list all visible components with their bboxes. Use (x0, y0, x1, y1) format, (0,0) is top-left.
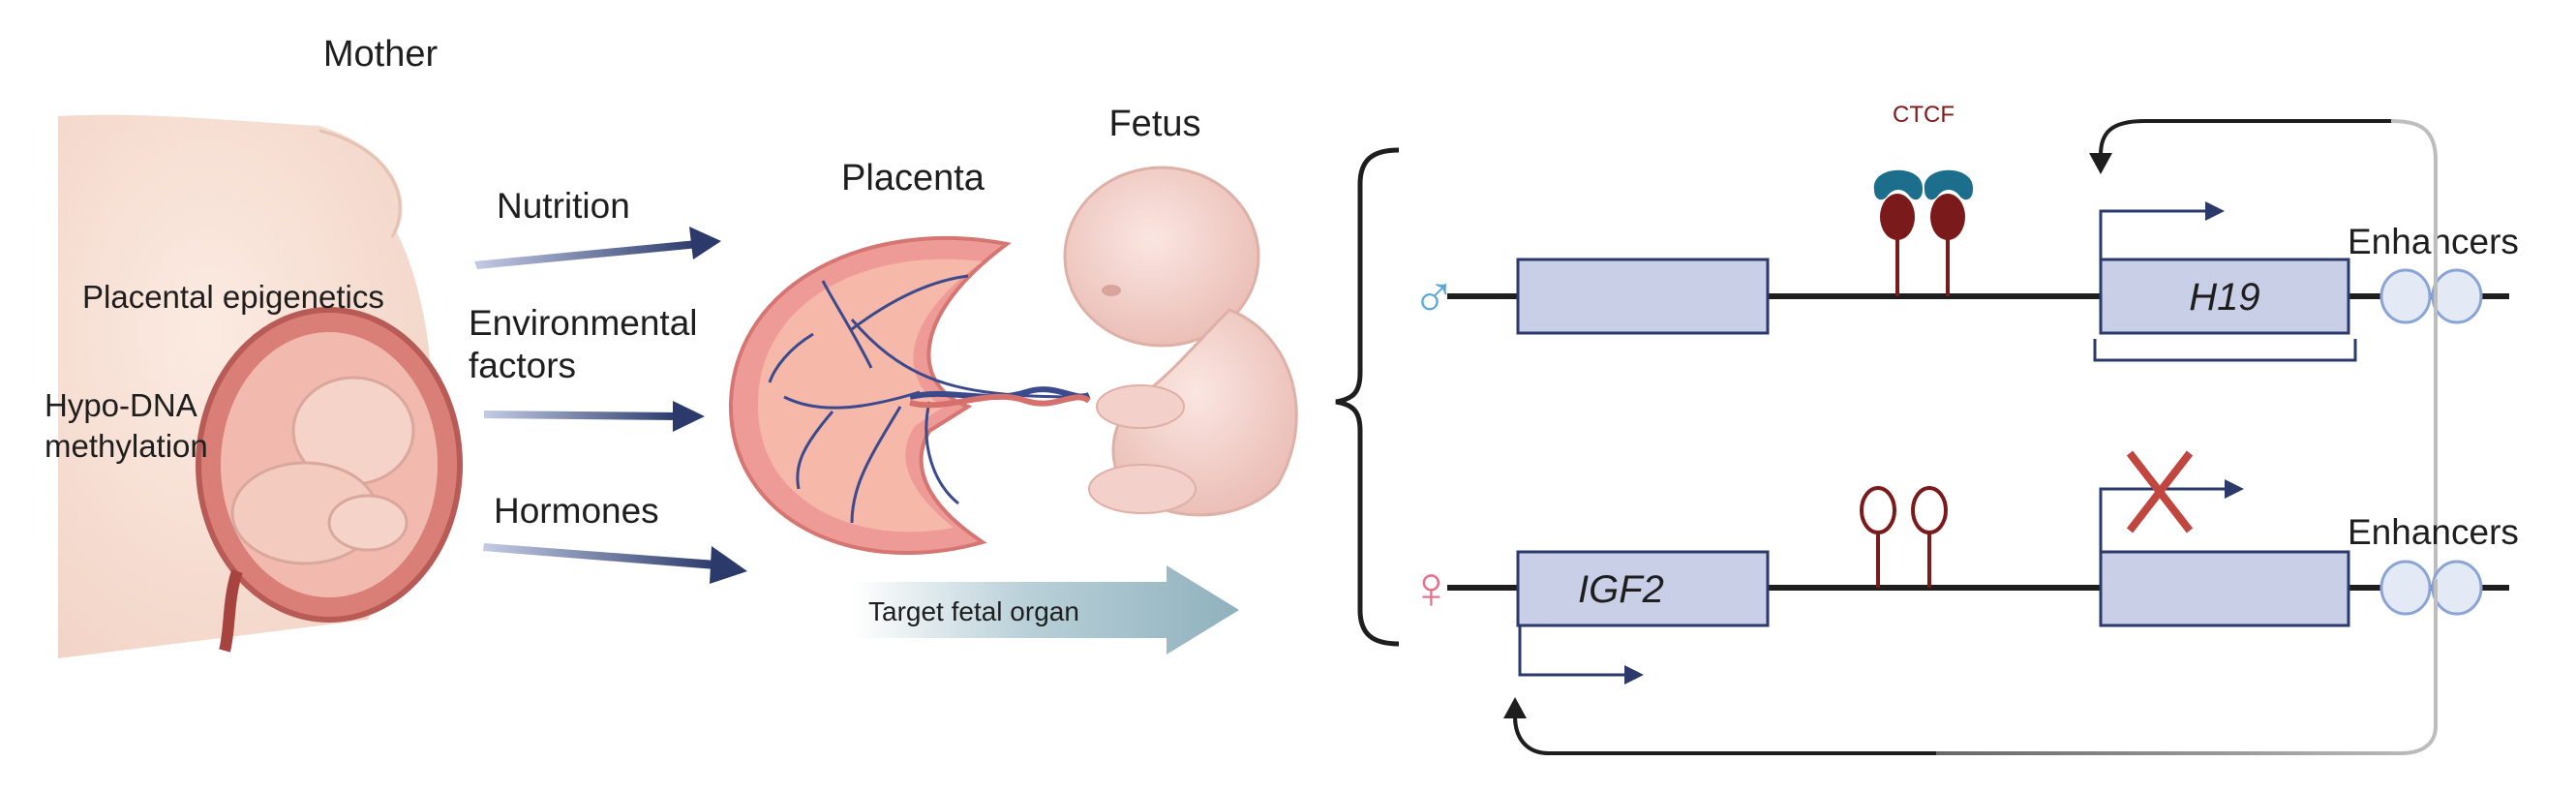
maternal-allele: ♀ IGF2 Enhancers (1409, 450, 2519, 755)
igf2-gene-box (1516, 550, 1770, 627)
enhancers-top (2379, 268, 2483, 324)
fetus-label: Fetus (1108, 104, 1200, 144)
fetus-arm (1096, 384, 1185, 429)
nutrition-label: Nutrition (497, 186, 630, 226)
nutrition-arrow (474, 227, 721, 269)
placenta-inner (757, 259, 983, 533)
enhancers-bottom-label: Enhancers (2348, 512, 2519, 552)
h19-blocked-transcription-arrow (2099, 479, 2244, 552)
placenta-vessels (768, 274, 1085, 524)
igf2-transcription-arrow (1518, 625, 1644, 685)
enhancers-top-label: Enhancers (2348, 222, 2519, 261)
mother-label: Mother (323, 34, 439, 75)
mother-illustration (58, 114, 463, 659)
fetus-head (1063, 166, 1260, 348)
maternal-h19-box (2099, 550, 2350, 627)
enhancer-igf2-loop-arrow (1503, 579, 2438, 755)
placenta-illustration (728, 235, 1091, 556)
paternal-allele: ♂ H19 CTCF Enhancers (1411, 102, 2519, 579)
h19-bracket (2093, 339, 2357, 362)
fetus-eye (1102, 285, 1121, 296)
placental-epigenetics-label: Placental epigenetics (82, 279, 384, 315)
target-fetal-organ-arrow (852, 565, 1239, 655)
placenta-label: Placenta (841, 158, 985, 198)
allele-brace (1335, 147, 1400, 647)
paternal-igf2-box (1516, 258, 1770, 335)
fetus-illustration (1063, 166, 1298, 517)
environmental-label-line2: factors (469, 346, 576, 385)
cervix-cord (219, 569, 243, 653)
ctcf-label: CTCF (1893, 102, 1955, 128)
ctcf-insulator-unbound (1860, 486, 1948, 588)
environmental-arrow (484, 401, 705, 432)
enhancers-bottom (2379, 560, 2483, 616)
h19-transcription-arrow (2099, 201, 2225, 259)
ctcf-protein (1873, 169, 1974, 200)
umbilical-cord (909, 386, 1091, 409)
maternal-symbol: ♀ (1409, 555, 1454, 622)
h19-gene-box (2099, 258, 2350, 335)
enhancer-h19-loop-arrow (2089, 119, 2438, 579)
igf2-label: IGF2 (1578, 568, 1664, 611)
ctcf-insulator-bound (1880, 194, 1965, 296)
hypo-dna-label-line2: methylation (45, 428, 208, 464)
environmental-label-line1: Environmental (469, 303, 698, 343)
fetus-leg (1088, 464, 1197, 514)
target-fetal-organ-label: Target fetal organ (868, 596, 1079, 626)
hypo-dna-label-line1: Hypo-DNA (45, 387, 197, 423)
block-x-icon (2126, 450, 2194, 533)
h19-label: H19 (2189, 276, 2259, 319)
fetus-in-womb (230, 376, 415, 565)
breast-outline (318, 129, 402, 238)
hormones-label: Hormones (494, 491, 659, 531)
hormones-arrow (483, 543, 747, 584)
